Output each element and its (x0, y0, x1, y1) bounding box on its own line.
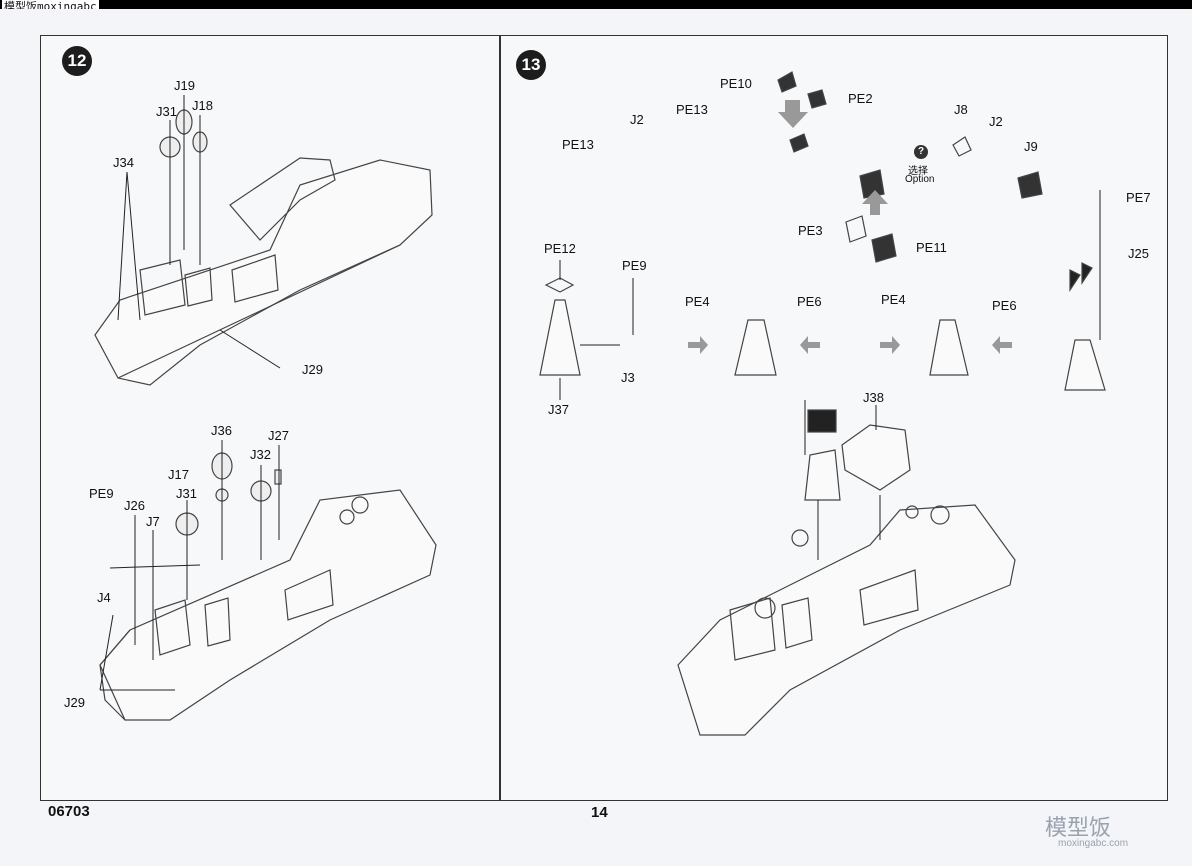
page-number: 14 (591, 804, 608, 821)
part-label: J7 (146, 514, 160, 529)
option-label-en: Option (905, 174, 935, 185)
part-label: J31 (156, 104, 177, 119)
option-icon: ? (914, 145, 928, 159)
step-number-badge: 12 (62, 46, 92, 76)
part-label: J9 (1024, 139, 1038, 154)
part-label: PE11 (916, 240, 947, 255)
part-label: J4 (97, 590, 111, 605)
part-label: J19 (174, 78, 195, 93)
part-label: J36 (211, 423, 232, 438)
ship-hull-step12-top (94, 157, 433, 386)
part-label: PE6 (992, 298, 1017, 313)
watermark-url: moxingabc.com (1058, 838, 1129, 849)
part-label: J32 (250, 447, 271, 462)
part-label: J31 (176, 486, 197, 501)
part-label: J27 (268, 428, 289, 443)
part-label: J2 (630, 112, 644, 127)
part-label: J8 (954, 102, 968, 117)
watermark-logo: 模型饭 (1045, 816, 1112, 841)
part-label: PE9 (89, 486, 114, 501)
part-label: J26 (124, 498, 145, 513)
mast-parts (539, 190, 1106, 501)
part-label: J29 (64, 695, 85, 710)
photo-etch-parts (777, 71, 1043, 263)
part-label: PE2 (848, 91, 873, 106)
scanner-top-bar (0, 0, 1192, 9)
option-label-cn: 选择 (908, 166, 928, 177)
kit-code: 06703 (48, 803, 90, 820)
part-label: J29 (302, 362, 323, 377)
part-label: J2 (989, 114, 1003, 129)
part-label: PE6 (797, 294, 822, 309)
part-label: PE13 (676, 102, 708, 117)
part-label: J18 (192, 98, 213, 113)
step-number-badge: 13 (516, 50, 546, 80)
part-label: J17 (168, 467, 189, 482)
part-label: J34 (113, 155, 134, 170)
ship-hull-step13 (677, 504, 1016, 736)
part-label: PE4 (881, 292, 906, 307)
part-label: PE13 (562, 137, 594, 152)
part-label: J38 (863, 390, 884, 405)
part-label: J25 (1128, 246, 1149, 261)
part-label: PE12 (544, 241, 576, 256)
part-label: J3 (621, 370, 635, 385)
part-label: PE4 (685, 294, 710, 309)
ship-hull-step12-bottom (99, 489, 437, 721)
panel-divider (499, 35, 501, 800)
part-label: J37 (548, 402, 569, 417)
part-label: PE3 (798, 223, 823, 238)
part-label: PE9 (622, 258, 647, 273)
part-label: PE7 (1126, 190, 1151, 205)
part-label: PE10 (720, 76, 752, 91)
